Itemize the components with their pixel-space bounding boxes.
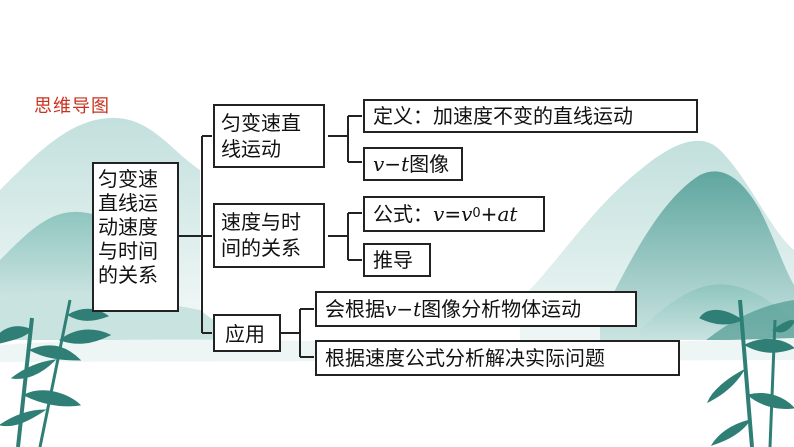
symbol-t: t (413, 297, 422, 321)
symbol-v: v (433, 202, 445, 226)
symbol-v: v (373, 152, 385, 176)
symbol-plus: + (480, 202, 498, 226)
branch-label: 速度与时 间的关系 (221, 210, 301, 260)
leaf-application-formula: 根据速度公式分析解决实际问题 (315, 340, 680, 376)
symbol-equals: = (444, 202, 462, 226)
leaf-label: 图像分析物体运动 (421, 297, 582, 321)
connector-branch-1 (328, 115, 362, 163)
connector-branch-3 (281, 308, 314, 358)
formula-prefix: 公式： (373, 202, 433, 226)
branch-application: 应用 (213, 314, 281, 352)
leaf-label: 图像 (409, 152, 450, 176)
leaf-derivation: 推导 (363, 243, 431, 277)
branch-label: 匀变速直 线运动 (221, 111, 301, 161)
symbol-v: v (385, 297, 397, 321)
leaf-label: 定义：加速度不变的直线运动 (373, 104, 633, 128)
bamboo-left-icon (0, 299, 112, 447)
root-label: 匀变速 直线运 动速度 与时间 的关系 (98, 167, 158, 287)
leaf-label: 根据速度公式分析解决实际问题 (325, 346, 605, 370)
bamboo-right-icon (699, 299, 794, 447)
branch-label: 应用 (225, 322, 265, 346)
leaf-label: 会根据 (325, 297, 385, 321)
connector-branch-2 (328, 212, 362, 261)
symbol-subscript-0: 0 (472, 206, 481, 222)
symbol-v0: v (461, 202, 473, 226)
leaf-label: 推导 (373, 248, 413, 272)
symbol-dash: − (384, 152, 402, 176)
branch-uniform-motion: 匀变速直 线运动 (213, 104, 325, 168)
branch-velocity-time: 速度与时 间的关系 (213, 203, 325, 268)
symbol-at: at (497, 202, 518, 226)
leaf-definition: 定义：加速度不变的直线运动 (363, 99, 698, 133)
symbol-t: t (401, 152, 410, 176)
root-node: 匀变速 直线运 动速度 与时间 的关系 (92, 162, 179, 312)
section-title: 思维导图 (34, 96, 110, 117)
mountain-left-low (0, 290, 240, 345)
connector-root (179, 135, 212, 334)
symbol-dash: − (396, 297, 414, 321)
